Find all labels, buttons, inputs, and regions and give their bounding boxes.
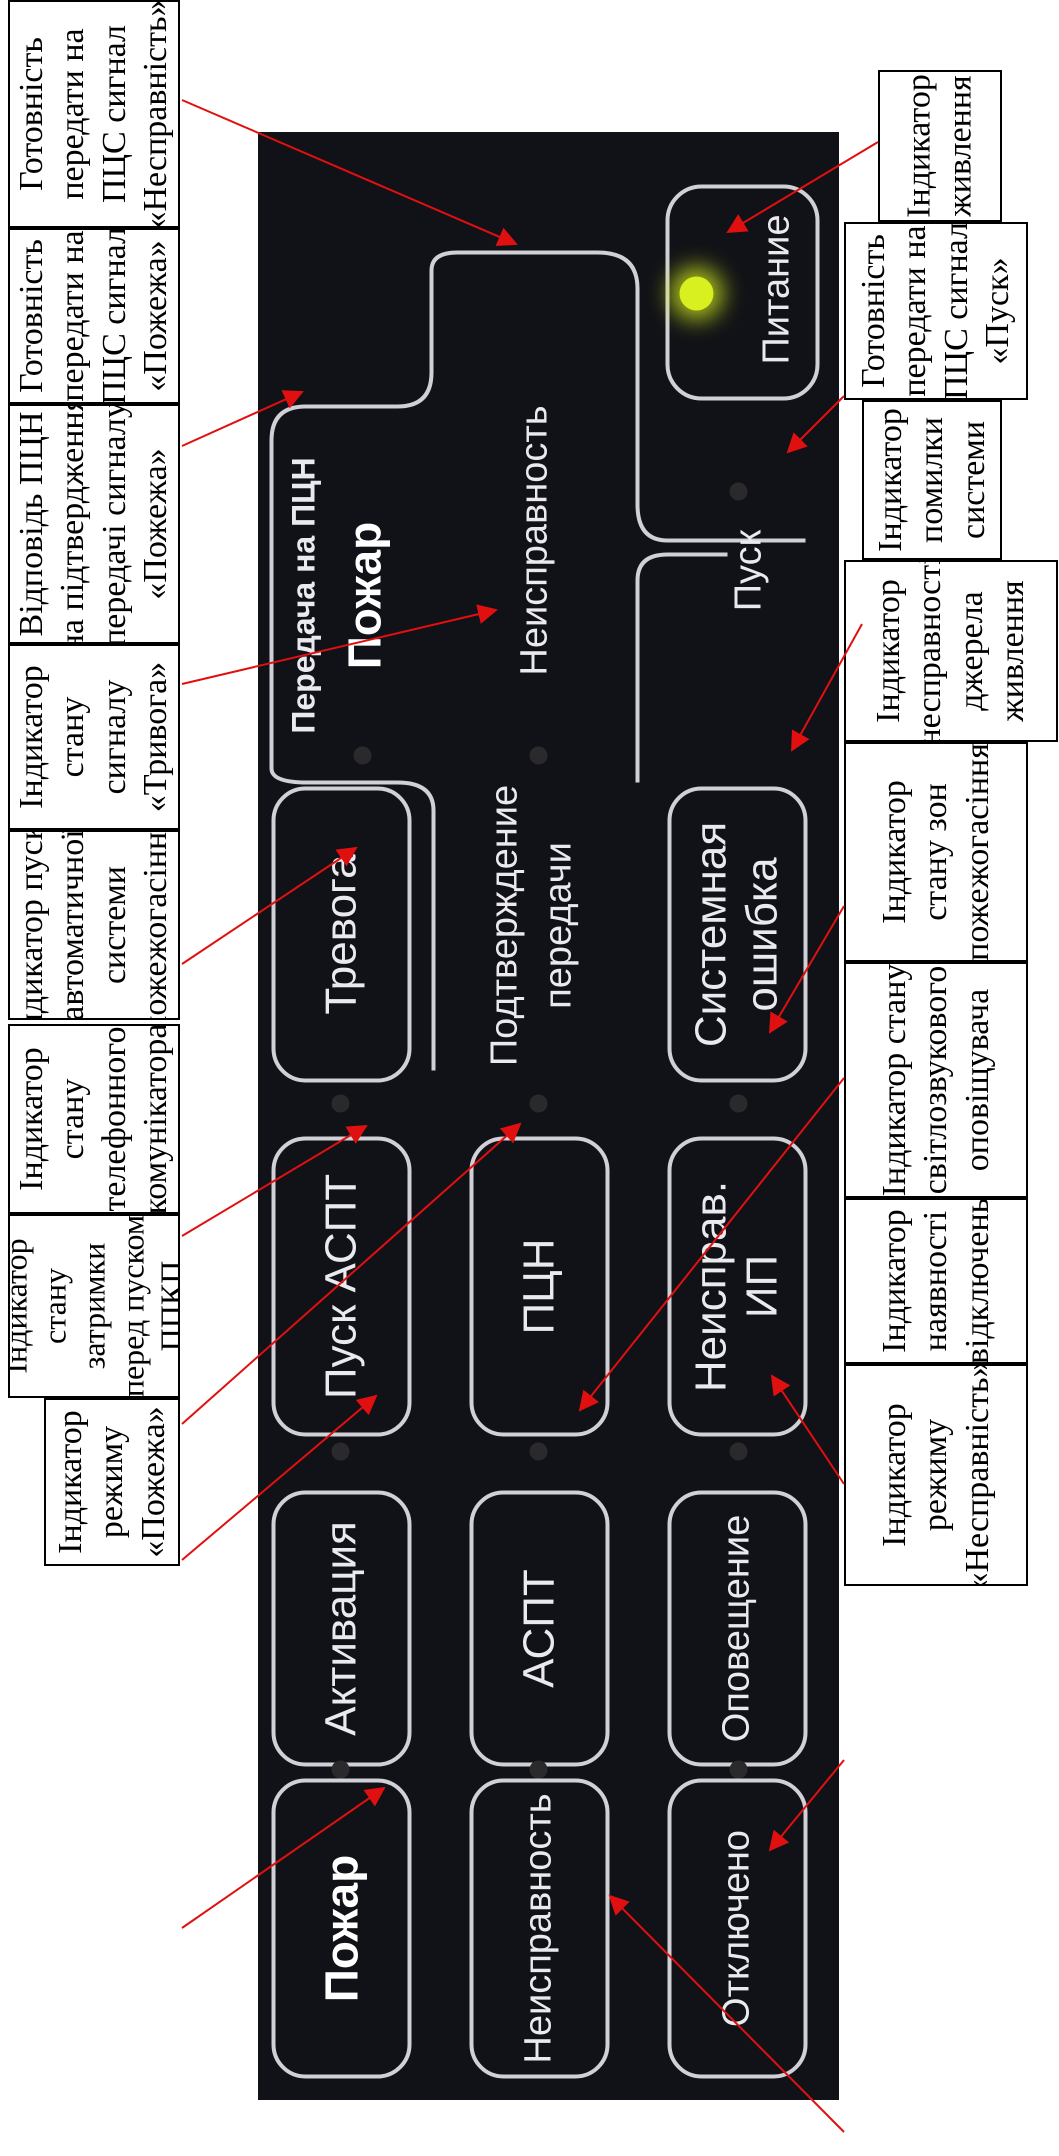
arrow-zones xyxy=(580,1078,844,1410)
arrow-fire-ready xyxy=(182,392,302,446)
arrow-alarm xyxy=(182,848,356,964)
arrow-confirm xyxy=(182,610,496,684)
arrow-disabled xyxy=(770,1760,844,1850)
arrow-system-error xyxy=(792,624,862,750)
arrow-delay xyxy=(182,1396,376,1560)
arrow-fault-mode xyxy=(610,1896,844,2132)
arrow-phone xyxy=(182,1124,520,1424)
arrow-fire-mode xyxy=(182,1788,384,1928)
arrow-psu-fault xyxy=(770,906,844,1032)
arrow-fault-ready xyxy=(182,100,516,244)
arrow-aspt-start xyxy=(182,1126,366,1236)
arrow-sounder xyxy=(772,1376,844,1484)
arrow-start xyxy=(788,396,844,452)
arrow-power xyxy=(728,142,878,232)
